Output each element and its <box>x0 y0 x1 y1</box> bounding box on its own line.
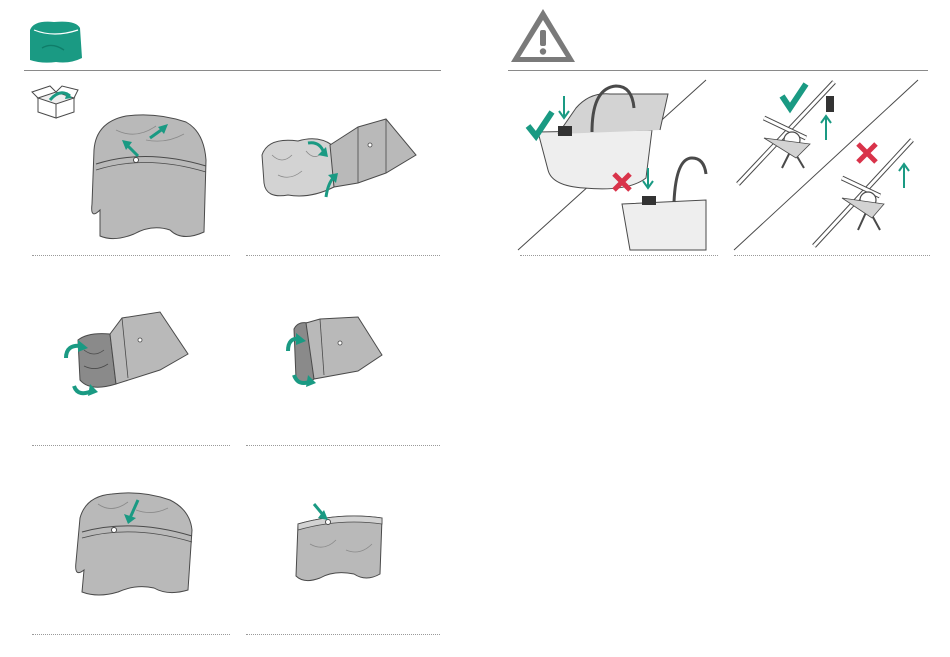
step-2-illustration <box>258 115 420 207</box>
step-1-divider <box>32 255 230 256</box>
step-2-divider <box>246 255 440 256</box>
step-5-divider <box>32 634 230 635</box>
warning-1-divider <box>520 255 718 256</box>
step-4-divider <box>246 445 440 446</box>
step-3-illustration <box>60 310 190 400</box>
left-header-rule <box>24 70 441 71</box>
cover-header-icon <box>24 18 86 66</box>
fabric-cover-icon <box>30 22 82 63</box>
step-4-illustration <box>284 315 384 393</box>
step-1-illustration <box>86 110 212 244</box>
warning-1-illustration <box>518 78 708 250</box>
warning-header <box>508 6 578 64</box>
warning-2-illustration <box>734 78 920 250</box>
step-badge <box>30 82 80 120</box>
right-header-rule <box>508 70 928 71</box>
step-5-illustration <box>72 490 200 600</box>
unpack-box-icon <box>32 86 78 118</box>
step-6-illustration <box>290 500 386 586</box>
step-3-divider <box>32 445 230 446</box>
warning-2-divider <box>734 255 930 256</box>
step-6-divider <box>246 634 440 635</box>
